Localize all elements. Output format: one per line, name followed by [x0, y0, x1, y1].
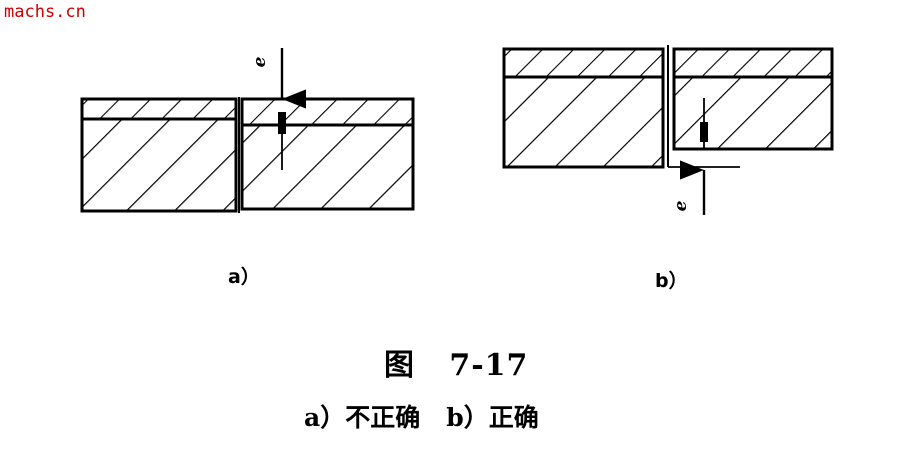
figure-caption: a）不正确 b）正确 [304, 403, 539, 432]
diagram-b: e [502, 45, 834, 215]
diagram-a-label: a） [228, 266, 260, 288]
figure-title: 图 7-17 [384, 348, 529, 383]
diagram-a-dimension-e [268, 48, 306, 170]
diagram-a-right-part [240, 97, 415, 211]
diagram-b-dimension-e [668, 98, 740, 215]
diagram-b-dim-symbol: e [671, 200, 691, 211]
diagram-a-left-part [80, 97, 238, 213]
diagram-a-dim-symbol: e [250, 56, 270, 67]
diagram-b-label: b） [655, 270, 688, 292]
diagram-a: e [80, 48, 415, 213]
diagram-b-right-part [672, 47, 834, 151]
watermark-text: machs.cn [4, 2, 86, 22]
diagram-b-left-part [502, 47, 665, 169]
